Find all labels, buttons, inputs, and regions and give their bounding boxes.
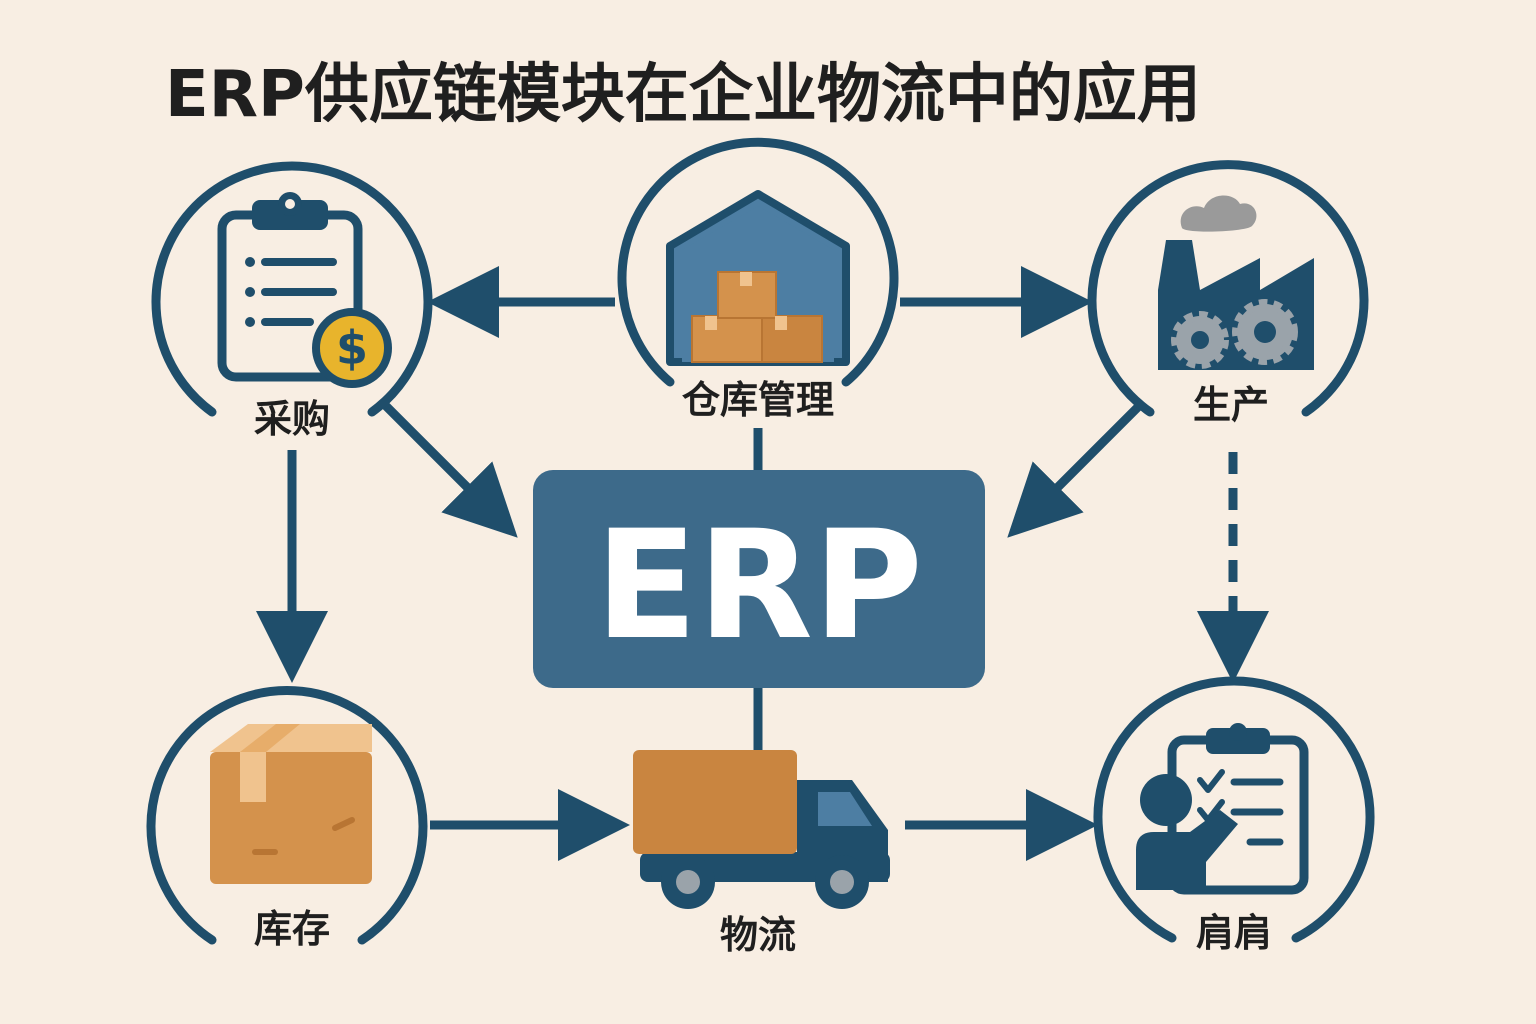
diagram-title: ERP供应链模块在企业物流中的应用: [165, 58, 1201, 132]
inventory-ring: [146, 686, 428, 945]
svg-text:$: $: [336, 321, 368, 375]
customer-ring: [1093, 676, 1375, 943]
customer-label: 肩肩: [1196, 911, 1272, 955]
erp-hub: ERP: [533, 470, 985, 688]
warehouse-ring: [617, 137, 899, 387]
node-procurement: $ 采购: [151, 161, 433, 441]
dollar-coin-icon: [312, 308, 392, 388]
arrow-procurement-to-erp: [381, 401, 518, 538]
node-customer: 肩肩: [1093, 676, 1375, 955]
production-label: 生产: [1193, 383, 1269, 427]
production-ring: [1087, 160, 1369, 417]
erp-hub-label: ERP: [595, 499, 923, 673]
warehouse-boxes-icon: [666, 190, 850, 366]
warehouse-label: 仓库管理: [682, 378, 834, 422]
node-inventory: 库存: [146, 686, 428, 951]
procurement-label: 采购: [254, 397, 330, 441]
node-production: 生产: [1087, 160, 1369, 427]
clipboard-dollar-icon: $: [217, 192, 392, 388]
smoke-icon: [1180, 195, 1257, 232]
erp-hub-box: [533, 470, 985, 688]
factory-gears-icon: [1158, 195, 1314, 370]
connectors: [256, 266, 1269, 861]
arrow-production-to-erp: [1007, 401, 1144, 538]
logistics-label: 物流: [720, 913, 796, 957]
inventory-label: 库存: [254, 907, 330, 951]
procurement-ring: [151, 161, 433, 417]
person-head-icon: [1140, 774, 1192, 826]
delivery-truck-icon: [633, 750, 890, 909]
cardboard-box-icon: [210, 724, 372, 884]
person-checklist-icon: [1136, 723, 1309, 895]
node-warehouse: 仓库管理: [617, 137, 899, 422]
node-logistics: 物流: [633, 750, 890, 957]
